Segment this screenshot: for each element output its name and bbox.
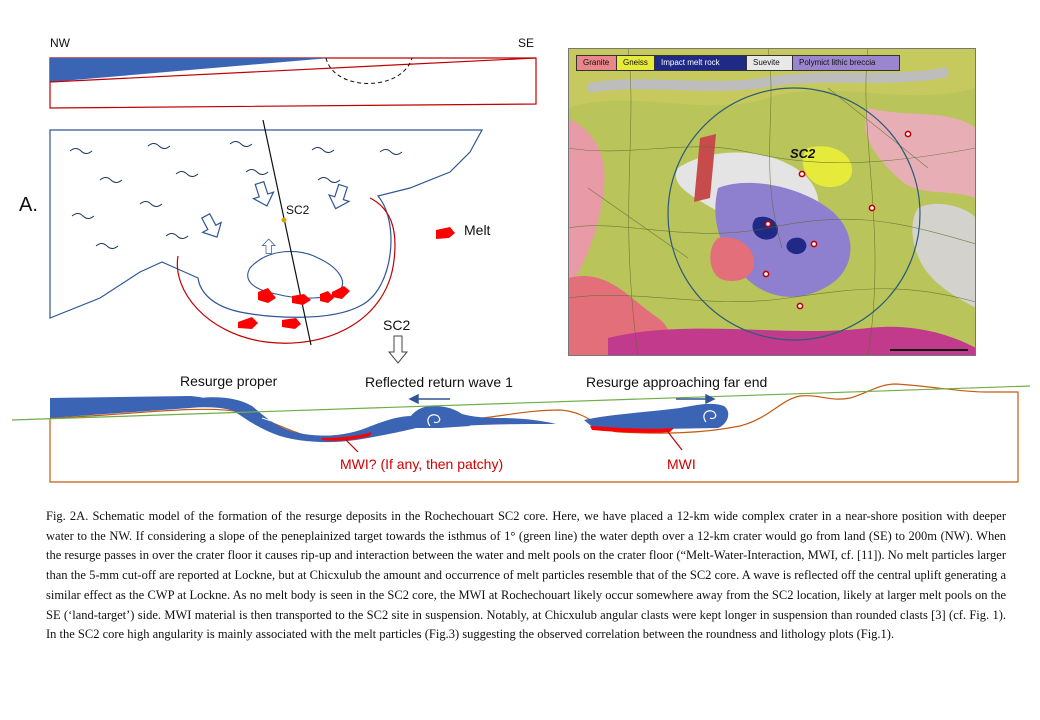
site-marker: [868, 204, 876, 212]
label-resurge-proper: Resurge proper: [180, 373, 278, 389]
swirl-mark-1: [427, 414, 441, 427]
profile-box: [49, 391, 1019, 483]
top-water-wedge: [50, 58, 330, 82]
map-zone-pink-right: [865, 108, 976, 198]
melt-blob-legend: [436, 227, 455, 239]
map-zone-melt-rock: [752, 216, 778, 240]
arrow-head-right: [705, 393, 716, 405]
plan-view-diagram: [49, 119, 484, 364]
sc2-arrow-label: SC2: [383, 317, 411, 333]
sc2-point-marker: [281, 217, 287, 223]
crater-rim: [176, 197, 396, 344]
melt-blob: [320, 291, 334, 303]
map-svg: [568, 48, 976, 356]
mwi-pointer-1: [345, 439, 359, 453]
flow-streak-head: [318, 425, 326, 431]
swirl-mark-2: [703, 410, 717, 423]
mwi-pointer-2: [667, 431, 683, 451]
map-zone-red-strip: [694, 134, 716, 202]
flow-streak: [261, 417, 319, 429]
legend-impact-melt-rock: Impact melt rock: [654, 55, 748, 71]
figure-caption: Fig. 2A. Schematic model of the formatio…: [46, 509, 1006, 642]
map-zone-melt-rock-2: [786, 237, 807, 255]
mwi-layer-patchy: [322, 432, 372, 441]
panel-letter: A.: [19, 194, 38, 216]
arrow-flow-2: [327, 183, 351, 210]
label-mwi-patchy: MWI? (If any, then patchy): [340, 456, 504, 472]
melt-blob: [238, 317, 258, 329]
arrow-flow-3: [200, 213, 223, 238]
wave-marks: [69, 141, 403, 249]
site-marker-sc2: [798, 170, 806, 178]
legend-polymict-lithic-breccia: Polymict lithic breccia: [792, 55, 900, 71]
map-zone-pink-left: [568, 118, 605, 288]
map-zone-magenta-bottom: [608, 326, 976, 356]
crater-circle: [667, 87, 921, 341]
top-slope-line: [49, 57, 537, 83]
map-zone-pink-centre: [710, 237, 755, 282]
map-zone-grey-band: [587, 67, 949, 93]
label-mwi: MWI: [667, 456, 696, 472]
nw-label: NW: [50, 36, 70, 50]
melt-blobs: [238, 227, 455, 329]
map-texture-lines: [568, 48, 976, 356]
label-reflected-return-wave: Reflected return wave 1: [365, 374, 513, 390]
arrow-flow-1: [252, 180, 275, 207]
arrow-flow-4: [261, 238, 276, 254]
map-zone-yellow-patch: [802, 146, 853, 188]
flow-arrows: [200, 180, 351, 254]
profile-diagram: [11, 383, 1031, 483]
site-marker: [762, 270, 770, 278]
site-markers: [762, 130, 912, 310]
se-label: SE: [518, 36, 535, 50]
melt-blob: [282, 318, 301, 329]
top-section-outline: [49, 57, 537, 109]
sc2-point-label: SC2: [286, 203, 310, 217]
map-zone-grey-right: [912, 203, 976, 308]
site-marker: [764, 220, 772, 228]
map-site-label: SC2: [790, 146, 816, 161]
resurge-water-main: [50, 397, 416, 443]
arrow-head-left: [408, 393, 419, 405]
melt-label: Melt: [464, 222, 491, 238]
mwi-layer: [590, 426, 674, 433]
melt-blob: [292, 294, 311, 305]
slope-line-green: [11, 385, 1031, 421]
melt-blob: [258, 288, 276, 303]
direction-arrows: [408, 393, 716, 405]
geological-map: SC2: [568, 48, 976, 356]
site-marker: [796, 302, 804, 310]
top-cross-section: [49, 57, 537, 109]
reflected-wave: [404, 405, 470, 428]
section-line: [262, 119, 312, 346]
site-marker: [904, 130, 912, 138]
site-marker: [810, 240, 818, 248]
label-resurge-approaching-far-end: Resurge approaching far end: [586, 374, 768, 390]
sc2-down-arrow: [387, 335, 409, 364]
legend-granite: Granite: [576, 55, 622, 71]
far-end-wave: [584, 403, 729, 430]
melt-blob: [332, 286, 350, 299]
